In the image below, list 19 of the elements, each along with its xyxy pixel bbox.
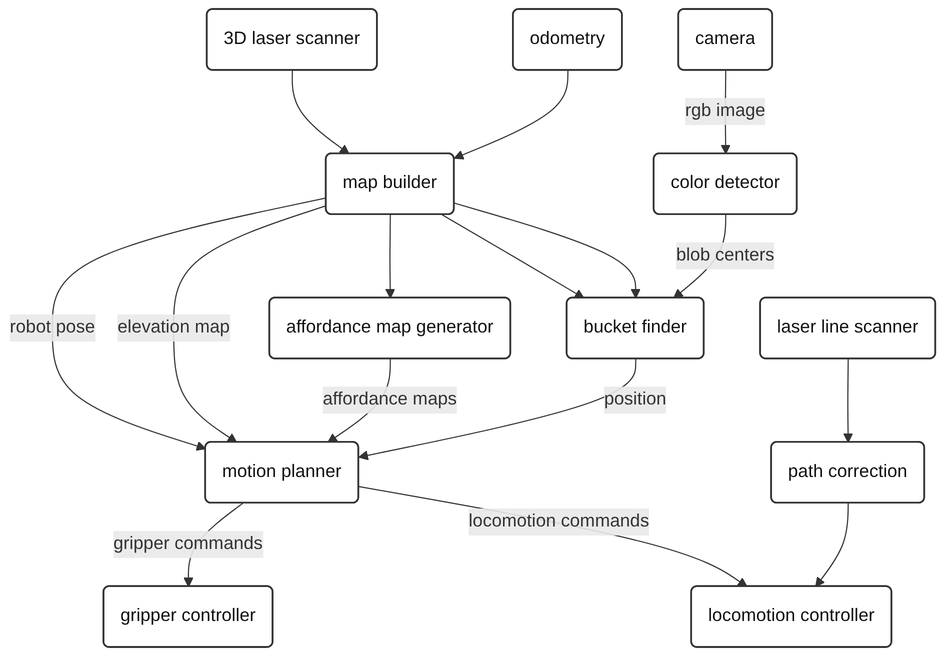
edge-label: position [604, 390, 666, 410]
arrow [815, 503, 849, 588]
edge-label: gripper commands [113, 534, 263, 554]
arrow [454, 70, 568, 160]
arrow [358, 486, 748, 588]
arrow [292, 70, 350, 154]
edge-label: rgb image [685, 101, 766, 121]
arrow [385, 214, 396, 299]
arrow [442, 214, 584, 299]
arrow [358, 358, 636, 460]
edge-label: locomotion commands [468, 512, 650, 532]
edge-label: affordance maps [322, 390, 457, 410]
edge-label: elevation map [118, 318, 230, 338]
arrow [52, 197, 326, 451]
arrow [173, 205, 326, 443]
edge-label: robot pose [10, 318, 95, 338]
arrow [454, 202, 641, 299]
arrow [843, 358, 854, 443]
edge-label: blob centers [676, 246, 774, 265]
